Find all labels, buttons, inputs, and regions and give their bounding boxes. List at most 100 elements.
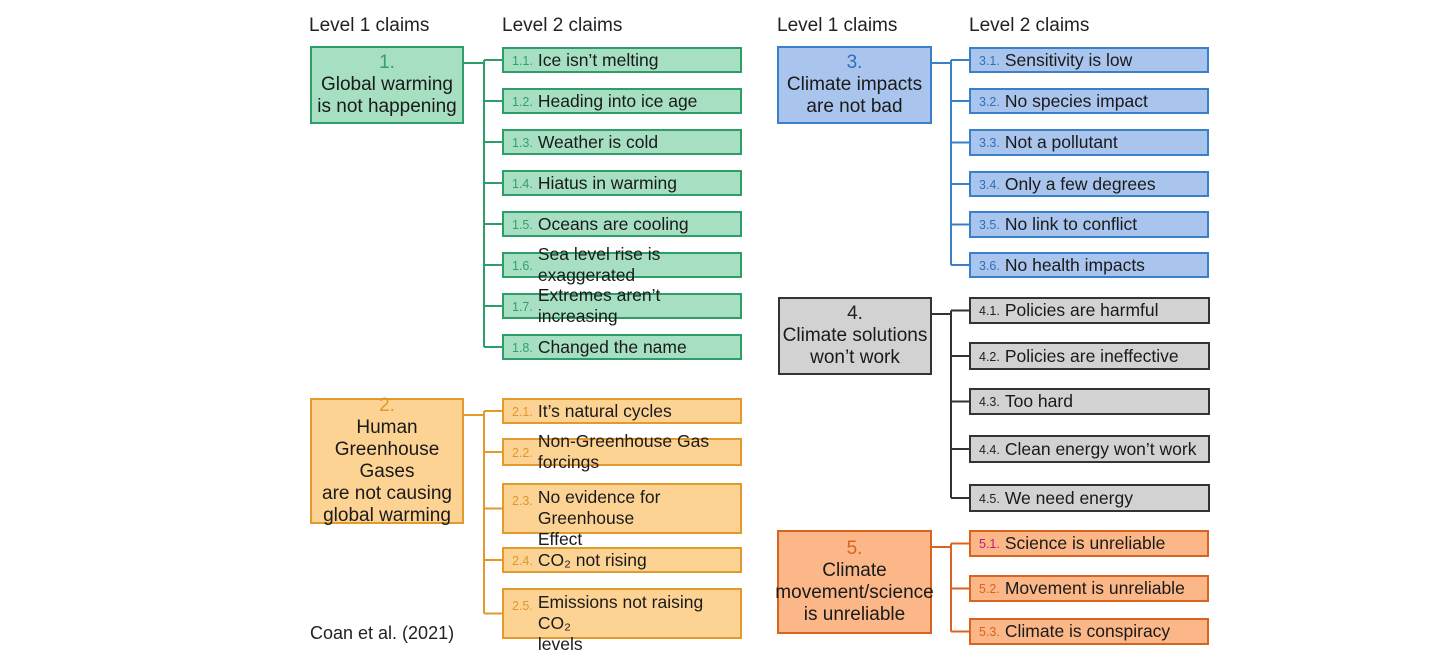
level2-claim-number: 4.3. — [979, 395, 1000, 409]
level1-claim-title: Climate movement/science is unreliable — [775, 560, 934, 625]
header-left-level1: Level 1 claims — [309, 15, 430, 36]
level2-claim-5-1: 5.1. Science is unreliable — [969, 530, 1209, 557]
level2-claim-label: It’s natural cycles — [537, 400, 672, 421]
level1-claim-4: 4.Climate solutions won’t work — [778, 297, 932, 375]
level2-claim-label: Heading into ice age — [537, 90, 698, 111]
level2-claim-number: 3.1. — [979, 53, 1000, 68]
level2-claim-4-2: 4.2. Policies are ineffective — [969, 342, 1210, 370]
level2-claim-3-4: 3.4. Only a few degrees — [969, 171, 1209, 197]
level2-claim-label: Policies are ineffective — [1004, 345, 1179, 366]
level2-claim-number: 3.3. — [979, 136, 1000, 150]
level2-claim-1-1: 1.1. Ice isn’t melting — [502, 47, 742, 73]
level1-claim-number: 3. — [846, 52, 863, 73]
level2-claim-label: Ice isn’t melting — [537, 49, 659, 70]
level2-claim-label: Only a few degrees — [1004, 173, 1156, 194]
level2-claim-label: Non-Greenhouse Gas forcings — [537, 431, 710, 472]
level2-claim-number: 4.1. — [979, 304, 1000, 318]
level2-claim-2-3: 2.3. No evidence for Greenhouse Effect — [502, 483, 742, 549]
header-right-level1: Level 1 claims — [777, 15, 898, 36]
level2-claim-label: Weather is cold — [537, 131, 659, 152]
level2-claim-2-4: 2.4. CO₂ not rising — [502, 547, 742, 573]
level2-claim-number: 2.1. — [512, 404, 533, 419]
level2-claim-number: 2.4. — [512, 553, 533, 568]
level2-claim-number: 1.6. — [512, 258, 533, 273]
level1-claim-number: 4. — [847, 303, 863, 324]
level2-claim-label: Changed the name — [537, 336, 687, 357]
header-left-level2: Level 2 claims — [502, 15, 623, 36]
level2-claim-1-6: 1.6. Sea level rise is exaggerated — [502, 244, 742, 285]
level2-claim-4-4: 4.4. Clean energy won’t work — [969, 435, 1210, 463]
citation: Coan et al. (2021) — [310, 623, 455, 643]
level2-claim-1-7: 1.7. Extremes aren’t increasing — [502, 285, 742, 326]
level2-claim-label: Extremes aren’t increasing — [537, 285, 661, 326]
level2-claim-1-2: 1.2. Heading into ice age — [502, 88, 742, 114]
level2-claim-label: Too hard — [1004, 391, 1073, 411]
level2-claim-number: 4.5. — [979, 491, 1000, 506]
level1-claim-title: Climate solutions won’t work — [782, 325, 928, 368]
level1-claim-number: 5. — [846, 538, 863, 559]
level2-claim-4-1: 4.1. Policies are harmful — [969, 297, 1210, 324]
level2-claim-number: 1.3. — [512, 135, 533, 150]
level2-claim-3-2: 3.2. No species impact — [969, 88, 1209, 114]
level1-claim-2: 2.Human Greenhouse Gases are not causing… — [310, 395, 464, 526]
level2-claim-number: 5.3. — [979, 625, 1000, 639]
level2-claim-label: Clean energy won’t work — [1004, 438, 1197, 459]
level2-claim-number: 1.1. — [512, 53, 533, 68]
level2-claim-number: 5.2. — [979, 582, 1000, 596]
level2-claim-3-6: 3.6. No health impacts — [969, 252, 1209, 278]
level2-claim-3-1: 3.1. Sensitivity is low — [969, 47, 1209, 73]
level2-claim-label: Policies are harmful — [1004, 300, 1159, 320]
level2-claim-number: 2.5. — [512, 599, 533, 613]
level2-claim-label: CO₂ not rising — [537, 549, 647, 570]
level2-claim-number: 3.2. — [979, 94, 1000, 109]
level2-claim-label: Hiatus in warming — [537, 172, 677, 193]
level2-claim-5-3: 5.3. Climate is conspiracy — [969, 618, 1209, 645]
level2-claim-2-5: 2.5.Emissions not raising CO₂ levels — [502, 588, 742, 654]
level2-claim-label: We need energy — [1004, 487, 1133, 508]
level2-claim-4-5: 4.5. We need energy — [969, 484, 1210, 512]
level2-claim-number: 3.5. — [979, 218, 1000, 232]
level2-claim-number: 2.2. — [512, 445, 533, 460]
level2-claim-number: 1.5. — [512, 217, 533, 232]
level2-claim-2-1: 2.1. It’s natural cycles — [502, 398, 742, 424]
level1-claim-1: 1.Global warming is not happening — [310, 46, 464, 124]
level1-claim-number: 2. — [379, 395, 395, 416]
level2-claim-label: Climate is conspiracy — [1004, 621, 1171, 641]
level2-claim-label: Oceans are cooling — [537, 213, 689, 234]
level2-claim-1-3: 1.3. Weather is cold — [502, 129, 742, 155]
level2-claim-4-3: 4.3. Too hard — [969, 388, 1210, 415]
level2-claim-number: 2.3. — [512, 494, 533, 508]
level2-claim-label: Movement is unreliable — [1004, 578, 1185, 598]
level2-claim-1-5: 1.5. Oceans are cooling — [502, 211, 742, 237]
level2-claim-number: 4.2. — [979, 349, 1000, 364]
level2-claim-label: No evidence for Greenhouse Effect — [537, 487, 661, 549]
level1-claim-5: 5.Climate movement/science is unreliable — [775, 530, 934, 634]
level2-claim-number: 5.1. — [979, 537, 1000, 551]
level2-claim-3-5: 3.5. No link to conflict — [969, 211, 1209, 238]
level2-claim-2-2: 2.2. Non-Greenhouse Gas forcings — [502, 431, 742, 472]
level2-claim-1-4: 1.4. Hiatus in warming — [502, 170, 742, 196]
level1-claim-title: Climate impacts are not bad — [786, 74, 923, 117]
level2-claim-label: Science is unreliable — [1004, 533, 1166, 553]
level2-claim-label: Not a pollutant — [1004, 132, 1118, 152]
level2-claim-number: 3.4. — [979, 177, 1000, 192]
level2-claim-label: No species impact — [1004, 90, 1148, 111]
level2-claim-1-8: 1.8. Changed the name — [502, 334, 742, 360]
level2-claim-label: No health impacts — [1004, 254, 1145, 275]
level2-claim-number: 1.2. — [512, 94, 533, 109]
level2-claim-label: No link to conflict — [1004, 214, 1138, 234]
level2-claim-label: Sensitivity is low — [1004, 49, 1133, 70]
level2-claim-number: 1.4. — [512, 176, 533, 191]
level2-claim-5-2: 5.2. Movement is unreliable — [969, 575, 1209, 602]
level2-claim-3-3: 3.3. Not a pollutant — [969, 129, 1209, 156]
level2-claim-number: 1.8. — [512, 340, 533, 355]
level1-claim-number: 1. — [379, 52, 395, 73]
level2-claim-number: 3.6. — [979, 258, 1000, 273]
level2-claim-number: 4.4. — [979, 442, 1000, 457]
level2-claim-number: 1.7. — [512, 299, 533, 314]
level2-claim-label: Sea level rise is exaggerated — [537, 244, 661, 285]
level1-claim-3: 3.Climate impacts are not bad — [777, 46, 932, 124]
header-right-level2: Level 2 claims — [969, 15, 1090, 36]
level1-claim-title: Global warming is not happening — [317, 74, 457, 117]
